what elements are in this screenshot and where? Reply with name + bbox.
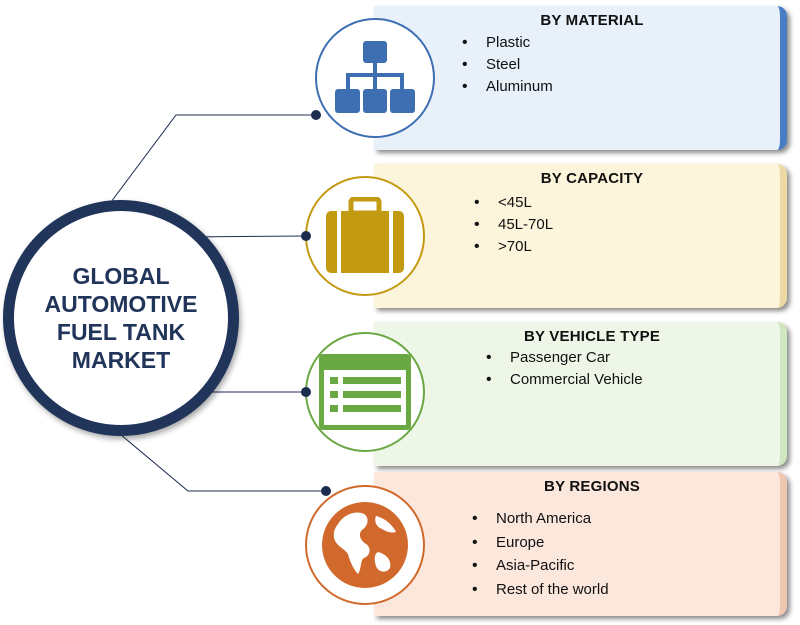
panel-vehicle-type: BY VEHICLE TYPE Passenger Car Commercial… <box>374 322 787 466</box>
connector-regions <box>107 423 326 492</box>
icon-circle-regions <box>305 485 425 605</box>
connector-dot-capacity <box>301 231 311 241</box>
vehicle-type-list: Passenger Car Commercial Vehicle <box>486 347 643 391</box>
list-item: 45L-70L <box>474 214 553 236</box>
list-item: Rest of the world <box>472 578 609 602</box>
material-list: Plastic Steel Aluminum <box>462 32 553 98</box>
list-item: <45L <box>474 192 553 214</box>
connector-material <box>107 114 316 207</box>
icon-circle-material <box>315 18 435 138</box>
panel-title-regions: BY REGIONS <box>544 478 640 495</box>
list-item: >70L <box>474 236 553 258</box>
connector-dot-vehicle-type <box>301 387 311 397</box>
panel-capacity: BY CAPACITY <45L 45L-70L >70L <box>374 164 787 308</box>
list-item: Europe <box>472 531 609 555</box>
globe-icon <box>322 502 408 588</box>
panel-regions: BY REGIONS North America Europe Asia-Pac… <box>374 472 787 616</box>
list-item: Asia-Pacific <box>472 554 609 578</box>
market-hub-circle: GLOBAL AUTOMOTIVE FUEL TANK MARKET <box>3 200 239 436</box>
connector-dot-material <box>311 110 321 120</box>
icon-circle-capacity <box>305 176 425 296</box>
briefcase-icon <box>326 197 404 273</box>
list-window-icon <box>319 354 411 430</box>
list-item: Passenger Car <box>486 347 643 369</box>
hub-title: GLOBAL AUTOMOTIVE FUEL TANK MARKET <box>44 263 198 373</box>
panel-title-capacity: BY CAPACITY <box>540 170 644 187</box>
list-item: Commercial Vehicle <box>486 369 643 391</box>
icon-circle-vehicle-type <box>305 332 425 452</box>
panel-material: BY MATERIAL Plastic Steel Aluminum <box>374 6 787 150</box>
list-item: North America <box>472 507 609 531</box>
panel-title-vehicle-type: BY VEHICLE TYPE <box>523 328 661 345</box>
list-item: Aluminum <box>462 76 553 98</box>
list-item: Steel <box>462 54 553 76</box>
list-item: Plastic <box>462 32 553 54</box>
panel-title-material: BY MATERIAL <box>540 12 644 29</box>
capacity-list: <45L 45L-70L >70L <box>474 192 553 258</box>
regions-list: North America Europe Asia-Pacific Rest o… <box>472 507 609 601</box>
hierarchy-icon <box>335 41 415 113</box>
connector-dot-regions <box>321 486 331 496</box>
